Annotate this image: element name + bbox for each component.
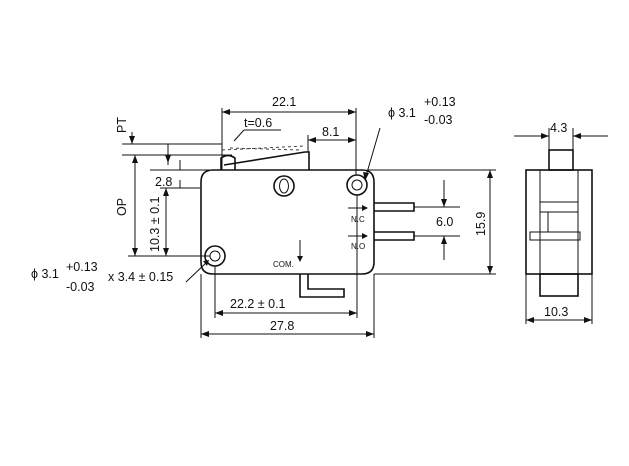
no-label: N.O [351,242,365,251]
phi-bot-suffix: x 3.4 ± 0.15 [108,270,173,284]
dimensions-front: 22.1 t=0.6 8.1 PT OP 2.8 10.3 ± 0.1 [31,95,496,338]
dim-10-3: 10.3 [544,305,568,319]
dim-4-3: 4.3 [550,121,567,135]
actuator-lever [223,151,310,170]
actuator-lever-tip [220,154,236,170]
mount-hole-top [346,174,368,196]
dim-10-3-pm: 10.3 ± 0.1 [148,196,162,252]
pt-label: PT [115,117,129,133]
no-terminal [374,231,415,241]
dim-22-2: 22.2 ± 0.1 [230,297,286,311]
dim-t: t=0.6 [244,116,272,130]
switch-side-view: 4.3 10.3 [514,121,608,324]
mount-hole-bottom-inner [209,250,221,262]
side-plunger [548,149,574,171]
op-label: OP [115,198,129,216]
phi-bot-minus: -0.03 [66,280,95,294]
phi-bot-base: ϕ 3.1 [31,267,59,281]
side-body [525,169,593,275]
side-terminal [539,273,579,297]
dim-15-9: 15.9 [474,212,488,236]
com-label: COM. [273,260,294,269]
dim-22-1: 22.1 [272,95,296,109]
plunger-circle [273,175,295,197]
phi-top-minus: -0.03 [424,113,453,127]
dim-6-0: 6.0 [436,215,453,229]
lever-free-position [221,145,306,151]
com-terminal [299,274,345,298]
dim-27-8: 27.8 [270,319,294,333]
mount-hole-top-inner [351,179,363,191]
phi-top-plus: +0.13 [424,95,456,109]
dim-8-1: 8.1 [322,125,339,139]
nc-label: N.C [351,215,365,224]
phi-top-base: ϕ 3.1 [388,106,416,120]
switch-body-outline [200,169,375,275]
plunger-inner [279,178,289,194]
phi-bot-plus: +0.13 [66,260,98,274]
nc-terminal [374,202,415,212]
dim-2-8: 2.8 [155,175,172,189]
